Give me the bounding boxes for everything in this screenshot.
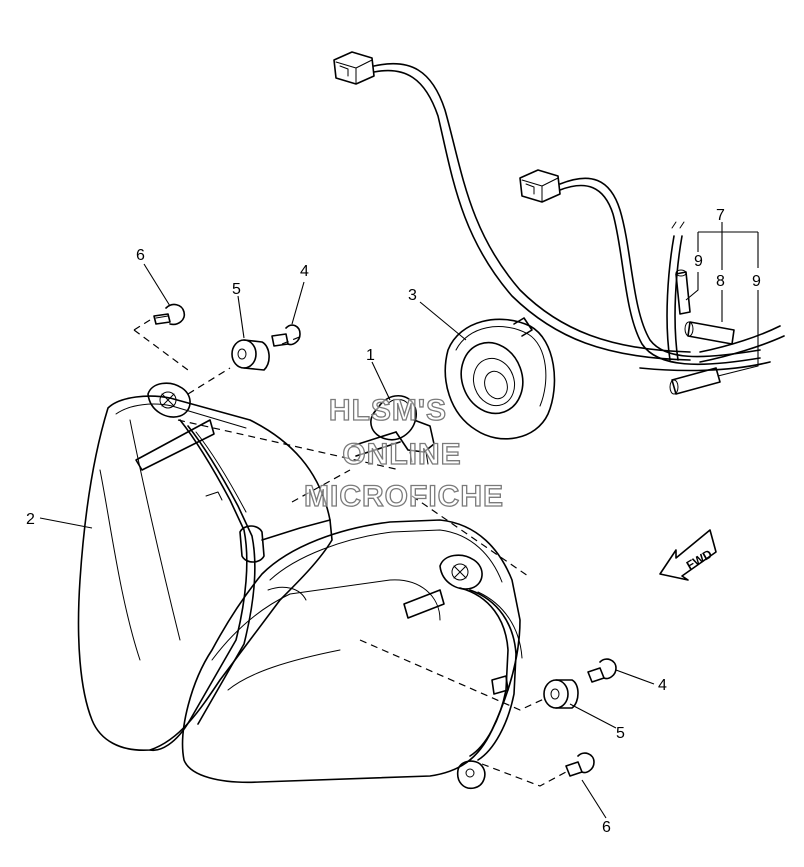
callout-4-bottom: 4 [658,677,667,694]
callout-5-top: 5 [232,281,241,298]
callout-leaders [39,263,655,819]
callout-7: 7 [716,207,725,224]
callout-9-right: 9 [752,273,761,290]
watermark-line-1: HLSM'S [329,394,447,427]
tube-9-left [675,269,691,315]
screw-6-top [153,303,186,326]
callout-2: 2 [26,511,35,528]
callout-1: 1 [366,347,375,364]
callout-6-top: 6 [136,247,145,264]
screw-4-top [271,324,301,347]
screw-6-bottom [565,752,595,777]
watermark-line-2: ONLINE [342,438,461,471]
mount-ear-right [439,554,483,590]
screw-4-bottom [587,658,617,683]
callout-8: 8 [716,273,725,290]
watermark-line-3: MICROFICHE [304,480,504,513]
fwd-direction-arrow: FWD [659,529,717,581]
watermark: HLSM'S ONLINE MICROFICHE [303,393,504,513]
wiring-harness [333,51,785,395]
callout-3: 3 [408,287,417,304]
tube-9-right [669,367,721,395]
callout-6-bottom: 6 [602,819,611,836]
headlight-socket-cover [444,317,556,440]
callout-4-top: 4 [300,263,309,280]
mount-ear-left [147,382,191,418]
callout-numbers: 6 5 4 1 3 2 7 9 8 9 4 5 6 [26,207,761,836]
grommet-5-bottom [543,679,579,709]
callout-9-left: 9 [694,253,703,270]
headlight-assembly [77,382,523,790]
headlight-bulb [351,395,435,465]
harness-connector-top [333,51,375,85]
assembly-guide-lines [133,319,567,787]
fwd-label: FWD [684,547,715,573]
grommet-5-top [231,339,270,371]
callout-5-bottom: 5 [616,725,625,742]
harness-connector-middle [519,169,561,203]
tube-8 [684,321,735,345]
